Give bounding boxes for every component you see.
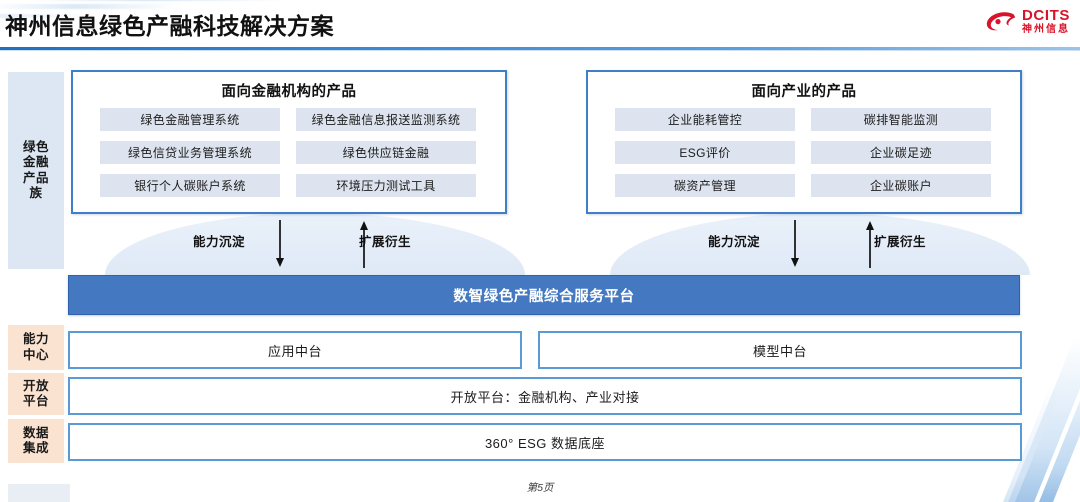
page-number: 第5页 (526, 482, 554, 494)
sidebar-label: 绿色 金融 产品 族 (22, 140, 49, 200)
arrow-up-icon-left (358, 220, 370, 268)
product-tile[interactable]: 环境压力测试工具 (296, 174, 476, 197)
header-divider-secondary (0, 50, 1080, 51)
product-tile[interactable]: ESG评价 (615, 141, 795, 164)
product-tile[interactable]: 银行个人碳账户系统 (100, 174, 280, 197)
capability-box-application-middle-platform[interactable]: 应用中台 (68, 331, 522, 369)
slide-header: 神州信息绿色产融科技解决方案 DCITS 神州信息 (0, 0, 1080, 52)
logo-text-en: DCITS (1022, 7, 1070, 24)
header-divider (0, 47, 1080, 50)
brand-logo: DCITS 神州信息 (986, 8, 1070, 35)
capability-box-label: 应用中台 (267, 343, 322, 359)
flow-label-capability-precipitation-right: 能力沉淀 (708, 235, 761, 249)
capability-box-label: 模型中台 (752, 343, 807, 359)
product-tile[interactable]: 碳资产管理 (615, 174, 795, 197)
arrow-down-icon-left (274, 220, 286, 268)
capability-arc-right (610, 213, 1030, 275)
sidebar-item-data-integration[interactable]: 数据 集成 (8, 419, 64, 463)
product-tile[interactable]: 企业碳足迹 (811, 141, 991, 164)
product-group-title: 面向产业的产品 (751, 84, 857, 100)
product-tile[interactable]: 企业碳账户 (811, 174, 991, 197)
sidebar-label: 开放 平台 (22, 378, 49, 408)
data-integration-box[interactable]: 360° ESG 数据底座 (68, 423, 1022, 461)
page-title: 神州信息绿色产融科技解决方案 (5, 13, 334, 39)
sidebar-item-green-finance-products[interactable]: 绿色 金融 产品 族 (8, 72, 64, 269)
capability-arc-left (105, 213, 525, 275)
data-integration-label: 360° ESG 数据底座 (484, 435, 606, 451)
footer-decoration-block (8, 484, 70, 502)
open-platform-label: 开放平台：金融机构、产业对接 (450, 389, 640, 405)
product-group-title: 面向金融机构的产品 (221, 84, 357, 100)
product-tile[interactable]: 碳排智能监测 (811, 108, 991, 131)
open-platform-box[interactable]: 开放平台：金融机构、产业对接 (68, 377, 1022, 415)
flow-label-expansion-derivation-right: 扩展衍生 (874, 235, 927, 249)
sidebar-label: 能力 中心 (22, 332, 49, 362)
sidebar-item-open-platform[interactable]: 开放 平台 (8, 373, 64, 415)
platform-bar[interactable]: 数智绿色产融综合服务平台 (68, 275, 1020, 315)
header-background (0, 0, 1080, 52)
product-tile[interactable]: 绿色信贷业务管理系统 (100, 141, 280, 164)
flow-label-capability-precipitation-left: 能力沉淀 (193, 235, 246, 249)
product-tile[interactable]: 绿色供应链金融 (296, 141, 476, 164)
logo-text-cn: 神州信息 (1022, 24, 1070, 35)
sidebar-label: 数据 集成 (22, 425, 49, 455)
capability-box-model-middle-platform[interactable]: 模型中台 (538, 331, 1022, 369)
flow-label-expansion-derivation-left: 扩展衍生 (359, 235, 412, 249)
product-tile[interactable]: 绿色金融信息报送监测系统 (296, 108, 476, 131)
header-streak-decoration (27, 0, 293, 1)
platform-bar-label: 数智绿色产融综合服务平台 (453, 288, 635, 305)
dcits-swoosh-icon (986, 11, 1016, 30)
arrow-up-icon-right (864, 220, 876, 268)
arrow-down-icon-right (789, 220, 801, 268)
sidebar-item-capability-center[interactable]: 能力 中心 (8, 325, 64, 370)
product-tile[interactable]: 企业能耗管控 (615, 108, 795, 131)
product-tile[interactable]: 绿色金融管理系统 (100, 108, 280, 131)
logo-text: DCITS 神州信息 (1022, 8, 1070, 35)
